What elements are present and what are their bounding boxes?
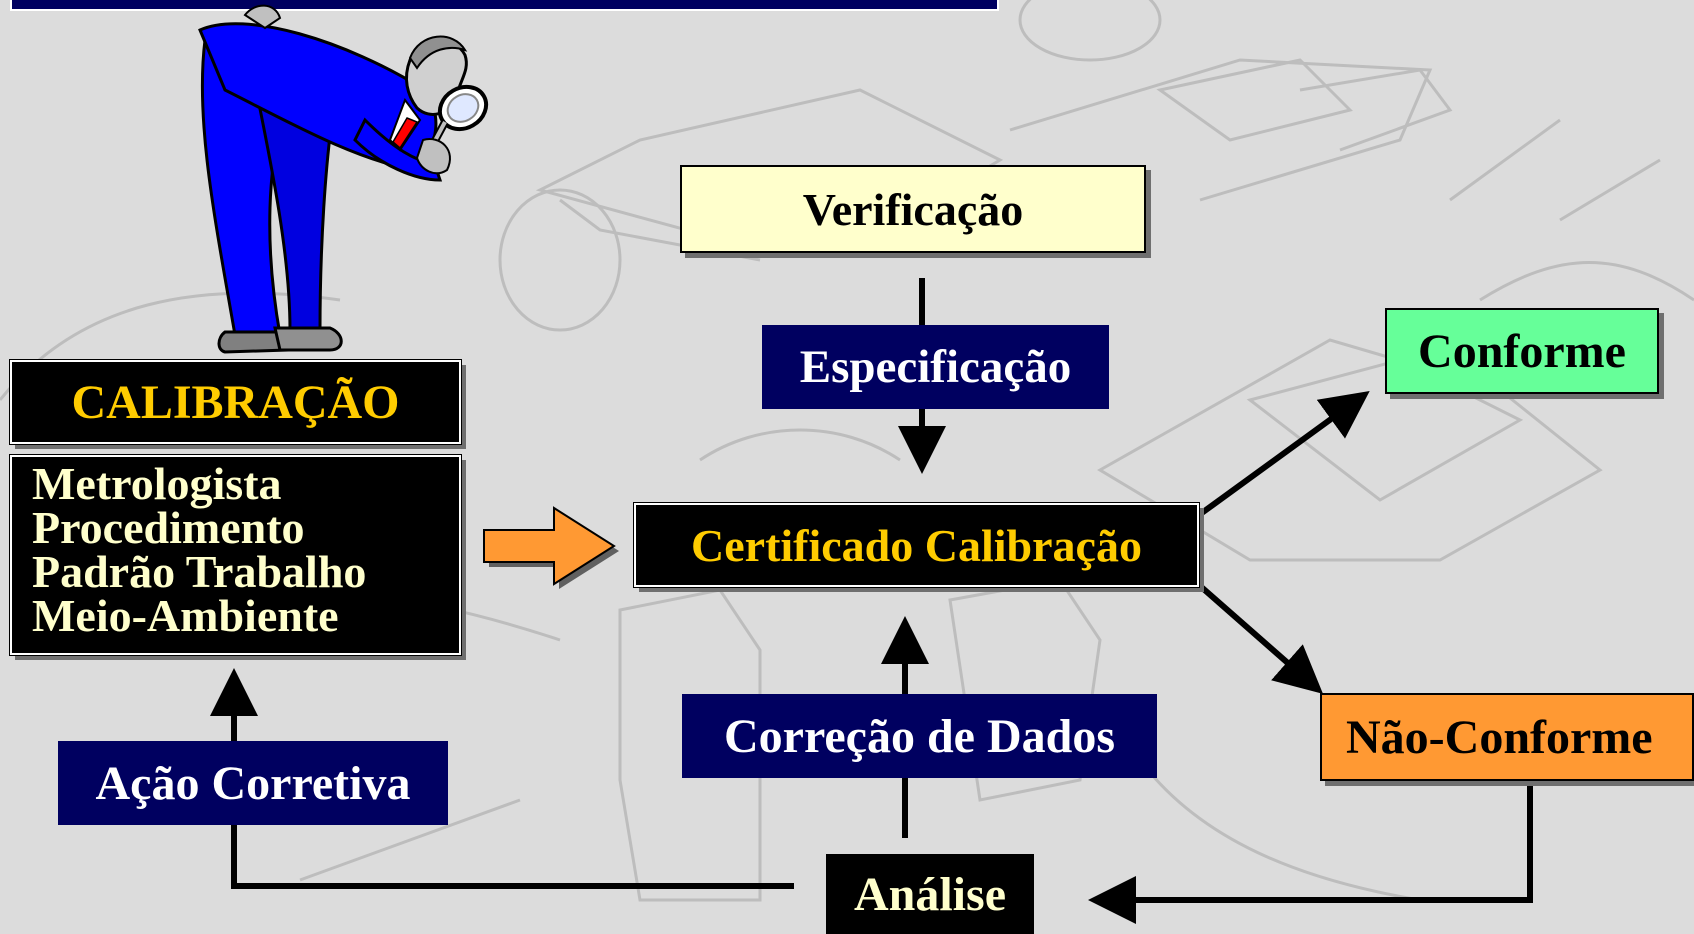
list-item-padrao-trabalho: Padrão Trabalho <box>32 546 367 597</box>
node-verificacao-label: Verificação <box>802 183 1024 235</box>
node-conforme: Conforme <box>1385 308 1659 394</box>
node-calibracao-label: CALIBRAÇÃO <box>71 375 400 429</box>
edge-certificado-to-nao-conforme <box>1197 582 1324 694</box>
node-analise-label: Análise <box>853 867 1006 921</box>
node-especificacao: Especificação <box>762 325 1109 409</box>
list-item-procedimento: Procedimento <box>32 502 305 553</box>
node-nao-conforme-label: Não-Conforme <box>1346 710 1653 764</box>
edge-nao-conforme-to-analise <box>1088 781 1533 924</box>
node-acao-label: Ação Corretiva <box>95 756 411 810</box>
edge-certificado-to-conforme <box>1197 390 1370 518</box>
node-acao-corretiva: Ação Corretiva <box>58 741 448 825</box>
node-certificado-label: Certificado Calibração <box>691 519 1142 571</box>
node-verificacao: Verificação <box>680 165 1146 253</box>
node-certificado-calibracao: Certificado Calibração <box>633 502 1200 588</box>
node-calibracao: CALIBRAÇÃO <box>9 359 462 445</box>
list-item-meio-ambiente: Meio-Ambiente <box>32 590 339 641</box>
node-calibracao-elements: Metrologista Procedimento Padrão Trabalh… <box>9 454 462 656</box>
inspector-with-magnifier-illustration <box>198 4 489 354</box>
node-nao-conforme: Não-Conforme <box>1320 693 1694 781</box>
edge-analise-to-acao <box>231 825 794 889</box>
block-arrow-right <box>483 506 619 589</box>
node-correcao-label: Correção de Dados <box>723 709 1116 763</box>
node-correcao-de-dados: Correção de Dados <box>682 694 1157 778</box>
node-especificacao-label: Especificação <box>799 341 1072 393</box>
node-analise: Análise <box>826 854 1034 934</box>
list-item-metrologista: Metrologista <box>32 458 282 509</box>
title-bar-fragment <box>10 0 999 11</box>
node-conforme-label: Conforme <box>1418 324 1626 378</box>
